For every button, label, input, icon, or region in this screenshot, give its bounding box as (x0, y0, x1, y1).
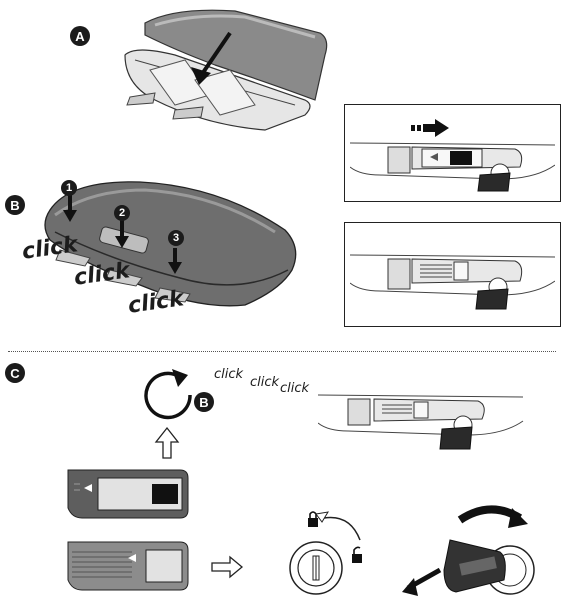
rotate-arrow-icon (144, 369, 192, 420)
roof-box-open-illustration (124, 9, 328, 131)
click-word-1: click (214, 367, 244, 382)
step-b-reference-badge: B (194, 392, 214, 412)
number-2-badge: 2 (114, 205, 130, 221)
lock-indicator-locked (67, 541, 189, 591)
lock-cylinder-illustration (289, 511, 362, 595)
number-1-badge: 1 (61, 180, 77, 196)
click-words: click click click (214, 367, 310, 396)
lock-indicator-unlocked (67, 469, 189, 519)
number-3-badge: 3 (168, 230, 184, 246)
section-divider (8, 351, 556, 352)
click-word-3: click (280, 381, 310, 396)
step-c-badge: C (5, 363, 25, 383)
step-b-badge: B (5, 195, 25, 215)
lock-detail-panel-unlocked (344, 104, 561, 202)
arrow-right-icon (411, 119, 449, 137)
lock-mechanism-illustration (350, 142, 555, 192)
lock-detail-panel-locked (344, 222, 561, 327)
click-word-2: click (250, 375, 280, 390)
arrow-up-icon (154, 426, 180, 459)
key-icon (402, 505, 535, 596)
lock-mechanism-closed-illustration (318, 394, 524, 450)
step-a-badge: A (70, 26, 90, 46)
lock-mechanism-illustration (350, 254, 555, 310)
lock-open-icon (352, 546, 362, 563)
arrow-right-outline-icon (211, 555, 244, 579)
